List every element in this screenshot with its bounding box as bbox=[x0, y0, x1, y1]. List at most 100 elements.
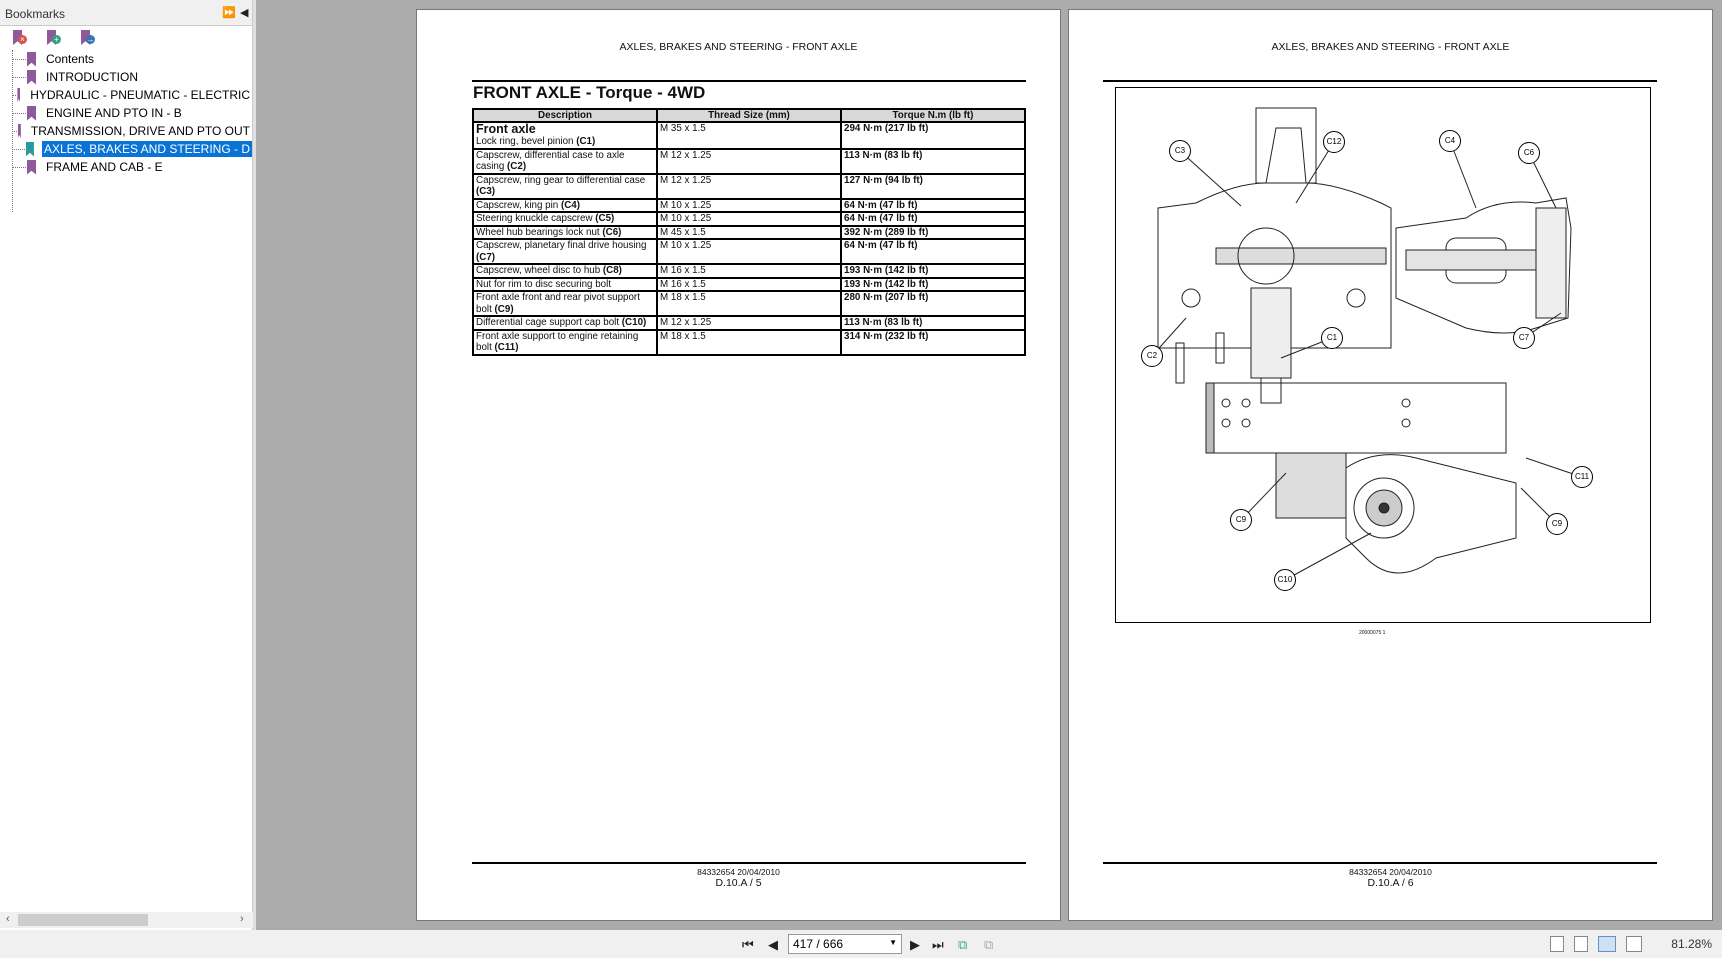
table-row: Nut for rim to disc securing bolt M 16 x… bbox=[472, 276, 1026, 292]
scrollbar-thumb[interactable] bbox=[18, 914, 148, 926]
cell-torque: 193 N·m (142 lb ft) bbox=[840, 263, 1026, 279]
description-text: Wheel hub bearings lock nut bbox=[476, 226, 603, 238]
cell-torque: 314 N·m (232 lb ft) bbox=[840, 328, 1026, 356]
next-page-icon[interactable]: ▶ bbox=[910, 937, 920, 952]
callout-code: (C10) bbox=[621, 317, 647, 328]
callout-c11: C11 bbox=[1571, 466, 1593, 488]
bookmark-icon bbox=[27, 69, 36, 85]
cell-description: Capscrew, differential case to axle casi… bbox=[472, 147, 658, 175]
callout-c2: C2 bbox=[1141, 345, 1163, 367]
bookmark-frame[interactable]: FRAME AND CAB - E bbox=[12, 158, 252, 176]
callout-code: (C3) bbox=[476, 186, 496, 197]
front-axle-diagram: C3 C12 C4 C6 C2 C1 C7 C11 C9 C9 C10 bbox=[1115, 87, 1651, 623]
expand-panel-icon[interactable]: ⏩ bbox=[222, 7, 236, 19]
page-number-value: 417 / 666 bbox=[793, 937, 844, 951]
single-page-view-icon[interactable] bbox=[1550, 936, 1564, 952]
description-text: Capscrew, ring gear to differential case bbox=[476, 174, 646, 186]
collapse-panel-icon[interactable]: ◀ bbox=[240, 7, 249, 19]
torque-table: Description Thread Size (mm) Torque N.m … bbox=[472, 108, 1026, 356]
facing-view-icon[interactable] bbox=[1598, 936, 1616, 952]
cell-description: Capscrew, wheel disc to hub (C8) bbox=[472, 263, 658, 279]
bookmark-introduction[interactable]: INTRODUCTION bbox=[12, 68, 252, 86]
description-text: Capscrew, differential case to axle casi… bbox=[476, 149, 625, 173]
page-number: D.10.A / 6 bbox=[1367, 877, 1414, 889]
previous-view-icon[interactable]: ⧉ bbox=[958, 937, 968, 952]
callout-code: (C5) bbox=[595, 213, 615, 224]
cell-thread: M 45 x 1.5 bbox=[656, 224, 842, 240]
bookmarks-panel: Bookmarks ⏩ ◀ × + → Contents INTRODUCTIO… bbox=[0, 0, 253, 930]
cell-thread: M 12 x 1.25 bbox=[656, 315, 842, 331]
table-row: Differential cage support cap bolt (C10)… bbox=[472, 315, 1026, 331]
callout-c9-left: C9 bbox=[1230, 509, 1252, 531]
description-text: Front axle support to engine retaining b… bbox=[476, 330, 639, 354]
page-number-input[interactable]: 417 / 666 ▼ bbox=[788, 934, 902, 954]
chevron-down-icon[interactable]: ▼ bbox=[889, 938, 897, 947]
scroll-right-icon[interactable]: › bbox=[240, 913, 244, 925]
bookmark-contents[interactable]: Contents bbox=[12, 50, 252, 68]
bookmark-axles[interactable]: AXLES, BRAKES AND STEERING - D bbox=[12, 140, 252, 158]
callout-c3: C3 bbox=[1169, 140, 1191, 162]
cell-description: Capscrew, ring gear to differential case… bbox=[472, 172, 658, 200]
cell-description: Capscrew, king pin (C4) bbox=[472, 197, 658, 213]
table-row: Capscrew, ring gear to differential case… bbox=[472, 172, 1026, 200]
figure-caption: 20000075 1 bbox=[1359, 630, 1386, 636]
bookmark-icon bbox=[27, 159, 36, 175]
bookmarks-title: Bookmarks bbox=[5, 7, 66, 21]
next-view-icon[interactable]: ⧉ bbox=[984, 937, 994, 952]
cell-thread: M 16 x 1.5 bbox=[656, 276, 842, 292]
table-row: Capscrew, planetary final drive housing … bbox=[472, 238, 1026, 265]
bookmark-tools: × + → bbox=[0, 26, 252, 50]
previous-page-icon[interactable]: ◀ bbox=[768, 937, 778, 952]
cell-description: Front axle front and rear pivot support … bbox=[472, 290, 658, 317]
description-text: Capscrew, king pin bbox=[476, 199, 561, 211]
bookmark-transmission[interactable]: TRANSMISSION, DRIVE AND PTO OUT bbox=[12, 122, 252, 140]
description-text: Nut for rim to disc securing bolt bbox=[476, 278, 612, 290]
description-text: Front axle front and rear pivot support … bbox=[476, 292, 640, 315]
page-right: AXLES, BRAKES AND STEERING - FRONT AXLE bbox=[1068, 9, 1713, 921]
page-number: D.10.A / 5 bbox=[715, 877, 762, 889]
cell-description: Nut for rim to disc securing bolt bbox=[472, 276, 658, 292]
zoom-level[interactable]: 81.28% bbox=[1671, 937, 1712, 951]
bookmarks-hscrollbar[interactable]: ‹ › bbox=[0, 912, 253, 928]
first-page-icon[interactable]: ⏮ bbox=[742, 937, 754, 952]
table-row: Front axle front and rear pivot support … bbox=[472, 290, 1026, 317]
bookmarks-header: Bookmarks ⏩ ◀ bbox=[0, 0, 252, 26]
last-page-icon[interactable]: ⏭ bbox=[932, 937, 944, 952]
continuous-view-icon[interactable] bbox=[1574, 936, 1588, 952]
cell-torque: 64 N·m (47 lb ft) bbox=[840, 211, 1026, 227]
bookmark-icon bbox=[17, 123, 21, 139]
description-text: Steering knuckle capscrew bbox=[476, 213, 596, 224]
cell-thread: M 10 x 1.25 bbox=[656, 211, 842, 227]
axle-drawing bbox=[1151, 107, 1583, 581]
table-row: Front axle support to engine retaining b… bbox=[472, 328, 1026, 356]
callout-c12: C12 bbox=[1323, 131, 1345, 153]
document-view: AXLES, BRAKES AND STEERING - FRONT AXLE … bbox=[256, 0, 1722, 930]
callout-code: (C8) bbox=[602, 265, 622, 276]
continuous-facing-view-icon[interactable] bbox=[1626, 936, 1642, 952]
table-row: Wheel hub bearings lock nut (C6) M 45 x … bbox=[472, 224, 1026, 240]
callout-code: (C11) bbox=[494, 342, 519, 353]
callout-c6: C6 bbox=[1518, 142, 1540, 164]
header-rule bbox=[472, 80, 1026, 82]
delete-bookmark-icon[interactable]: × bbox=[12, 30, 28, 46]
bookmark-icon bbox=[25, 141, 34, 157]
callout-code: (C9) bbox=[494, 303, 514, 315]
cell-description: Capscrew, planetary final drive housing … bbox=[472, 238, 658, 265]
scroll-left-icon[interactable]: ‹ bbox=[6, 913, 10, 925]
bookmark-engine[interactable]: ENGINE AND PTO IN - B bbox=[12, 104, 252, 122]
panel-splitter[interactable] bbox=[253, 0, 256, 930]
cell-torque: 392 N·m (289 lb ft) bbox=[840, 224, 1026, 240]
table-row: Capscrew, differential case to axle casi… bbox=[472, 147, 1026, 175]
cell-thread: M 12 x 1.25 bbox=[656, 147, 842, 175]
footer-rule bbox=[472, 862, 1026, 864]
cell-description: Steering knuckle capscrew (C5) bbox=[472, 211, 658, 227]
callout-code: (C7) bbox=[476, 251, 496, 263]
footer-rule bbox=[1103, 862, 1657, 864]
add-bookmark-icon[interactable]: + bbox=[46, 30, 62, 46]
bookmark-hydraulic[interactable]: HYDRAULIC - PNEUMATIC - ELECTRIC bbox=[12, 86, 252, 104]
cell-thread: M 10 x 1.25 bbox=[656, 238, 842, 265]
goto-bookmark-icon[interactable]: → bbox=[80, 30, 96, 46]
bookmark-icon bbox=[27, 105, 36, 121]
header-rule bbox=[1103, 80, 1657, 82]
